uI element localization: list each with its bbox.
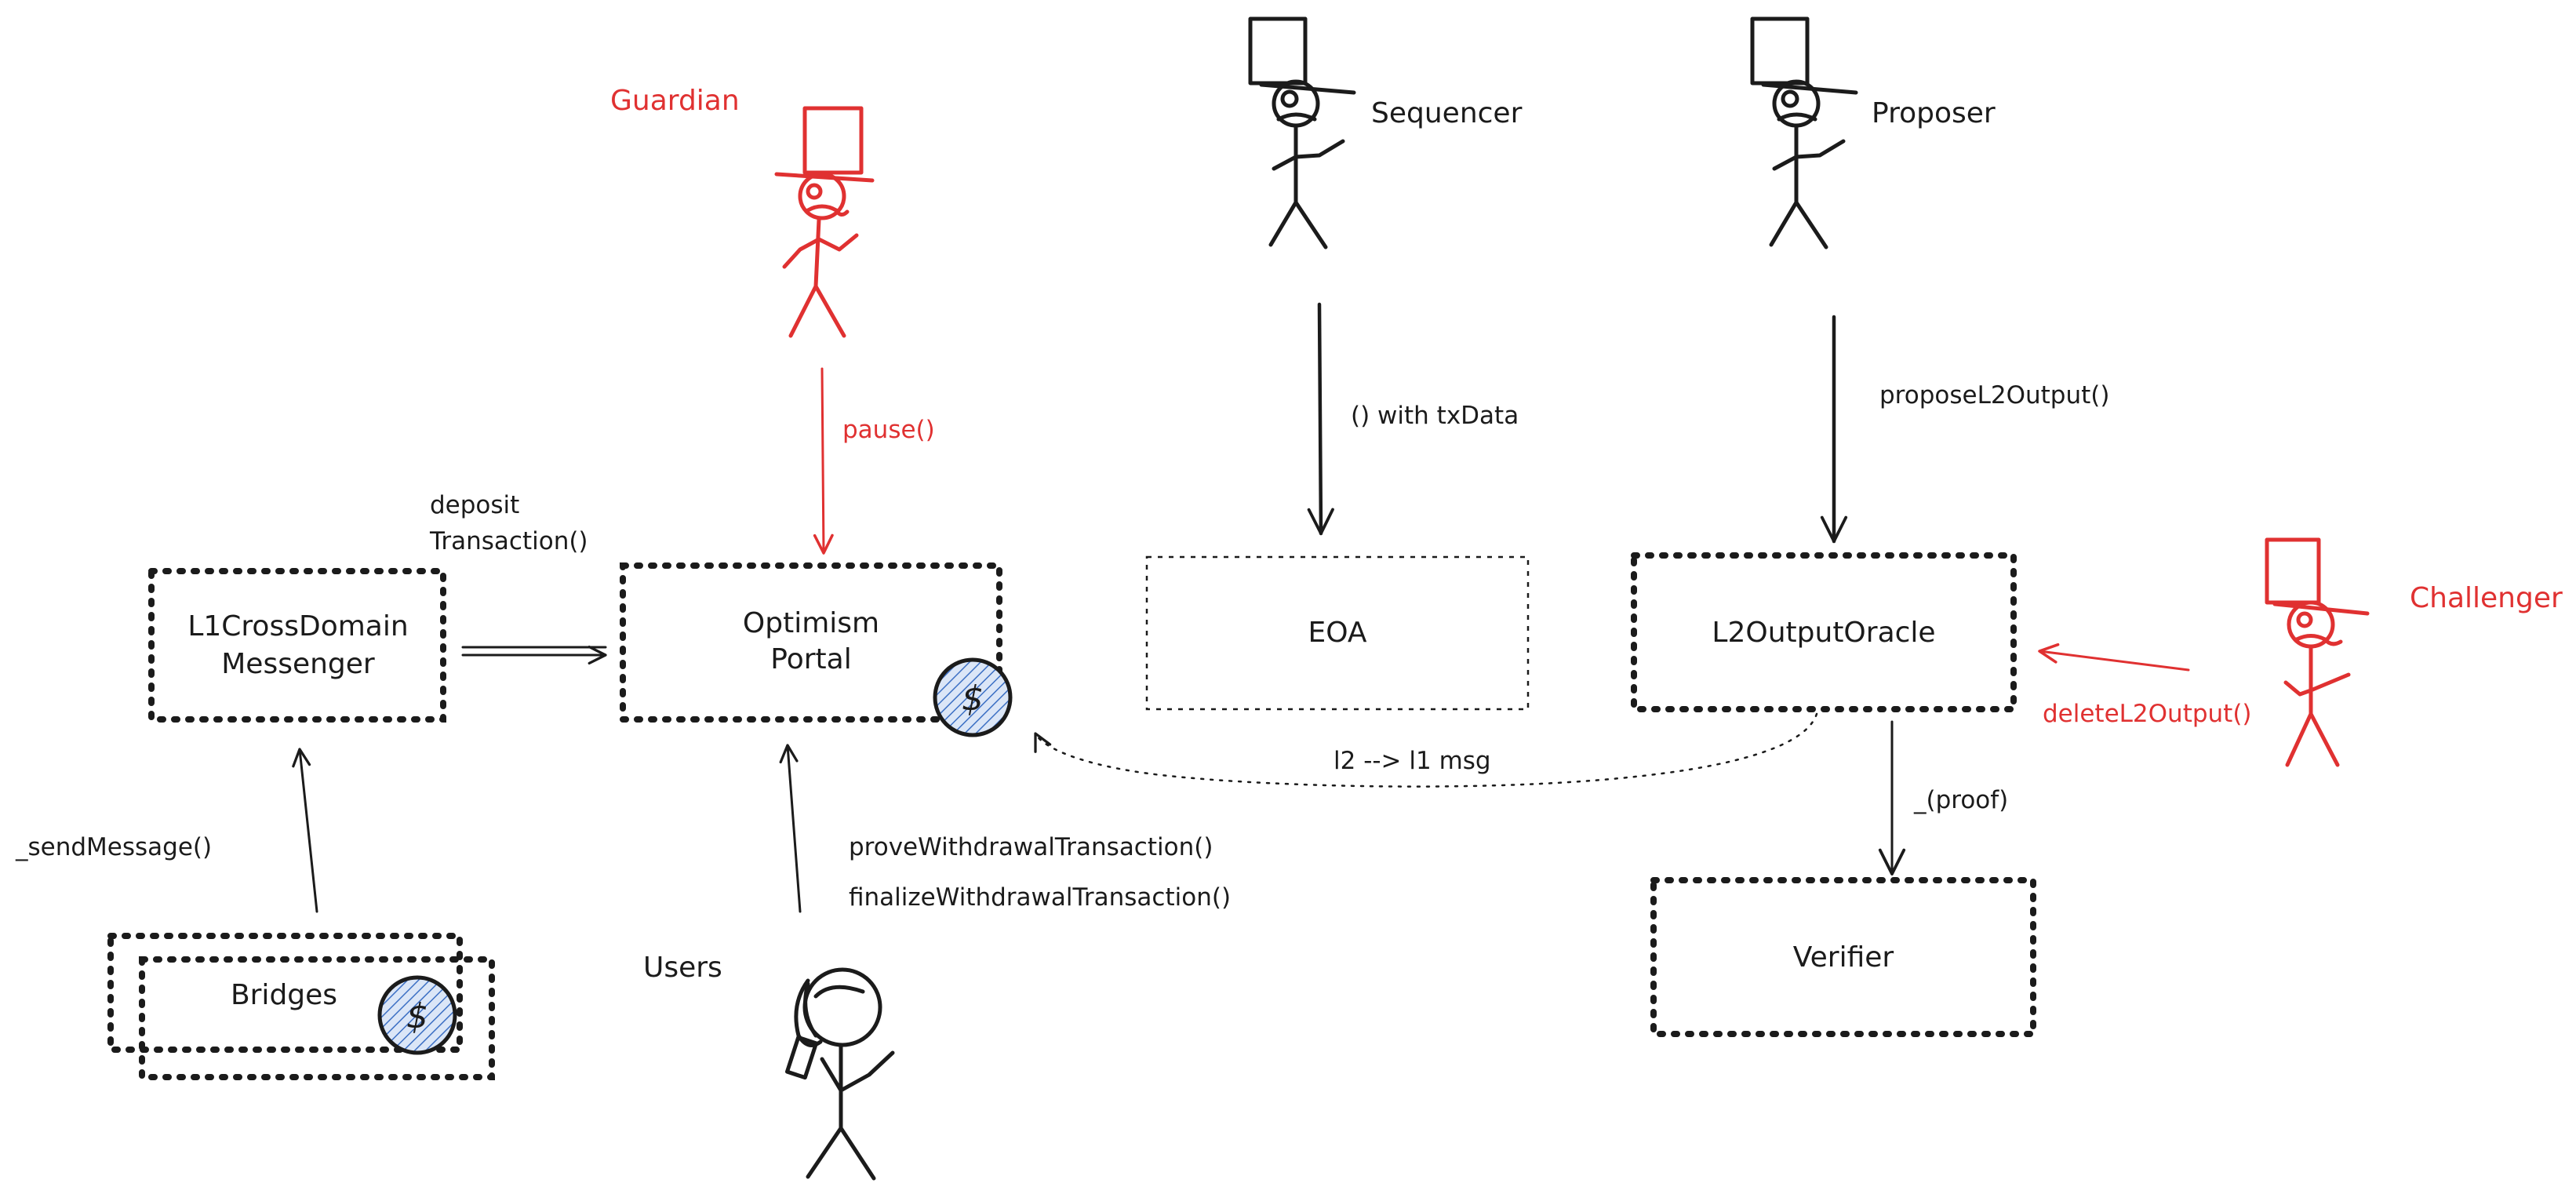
proposer-figure-icon xyxy=(1750,16,1858,249)
pause-label: pause() xyxy=(842,416,935,444)
deposit-label-line2: Transaction() xyxy=(429,527,588,555)
delete-output-label: deleteL2Output() xyxy=(2043,700,2252,728)
sequencer-figure-icon xyxy=(1248,16,1356,249)
bridges-coin-icon: $ xyxy=(377,975,457,1055)
deposit-transaction-arrow xyxy=(461,645,607,665)
optimism-portal-label-line1: Optimism xyxy=(743,607,879,639)
portal-coin-icon: $ xyxy=(933,657,1013,737)
send-message-label: _sendMessage() xyxy=(15,833,212,861)
optimism-portal-label-line2: Portal xyxy=(770,643,851,675)
challenger-figure-icon xyxy=(2265,537,2370,767)
sequencer-to-eoa-arrow xyxy=(1307,302,1334,536)
optimism-portal-box: Optimism Portal $ xyxy=(620,562,1013,737)
send-message-arrow xyxy=(292,748,318,913)
proof-label: _(proof) xyxy=(1913,786,2008,814)
challenger-label: Challenger xyxy=(2410,582,2563,614)
proposer-label: Proposer xyxy=(1872,97,1996,129)
guardian-label: Guardian xyxy=(610,85,740,117)
eoa-label: EOA xyxy=(1308,617,1366,649)
l2-to-l1-message-label: l2 --> l1 msg xyxy=(1333,747,1491,775)
sequencer-label: Sequencer xyxy=(1371,97,1523,129)
prove-withdrawal-label: proveWithdrawalTransaction() xyxy=(849,833,1213,861)
portal-coin-symbol: $ xyxy=(962,679,984,719)
guardian-figure-icon xyxy=(774,106,875,338)
verifier-label: Verifier xyxy=(1793,941,1894,974)
propose-output-label: proposeL2Output() xyxy=(1879,381,2109,410)
pause-arrow xyxy=(813,367,834,555)
l1-messenger-label-line1: L1CrossDomain xyxy=(187,610,408,643)
l2-output-oracle-box: L2OutputOracle xyxy=(1631,552,2017,712)
users-label: Users xyxy=(643,952,722,984)
bridges-label: Bridges xyxy=(231,979,337,1011)
l1-cross-domain-messenger-box: L1CrossDomain Messenger xyxy=(148,568,446,723)
bridges-box: Bridges $ xyxy=(107,933,495,1080)
l2-to-l1-message-arrow xyxy=(1034,712,1818,788)
with-txdata-label: () with txData xyxy=(1351,402,1519,430)
withdrawal-arrow xyxy=(779,744,802,913)
bridges-coin-symbol: $ xyxy=(406,996,428,1036)
deposit-label-line1: deposit xyxy=(430,491,519,519)
eoa-box: EOA xyxy=(1145,555,1530,711)
users-figure-icon xyxy=(784,967,895,1181)
finalize-withdrawal-label: finalizeWithdrawalTransaction() xyxy=(849,883,1231,912)
l1-messenger-label-line2: Messenger xyxy=(221,648,375,680)
l2-output-oracle-label: L2OutputOracle xyxy=(1712,617,1935,649)
delete-output-arrow xyxy=(2038,643,2190,672)
verifier-box: Verifier xyxy=(1650,877,2036,1037)
